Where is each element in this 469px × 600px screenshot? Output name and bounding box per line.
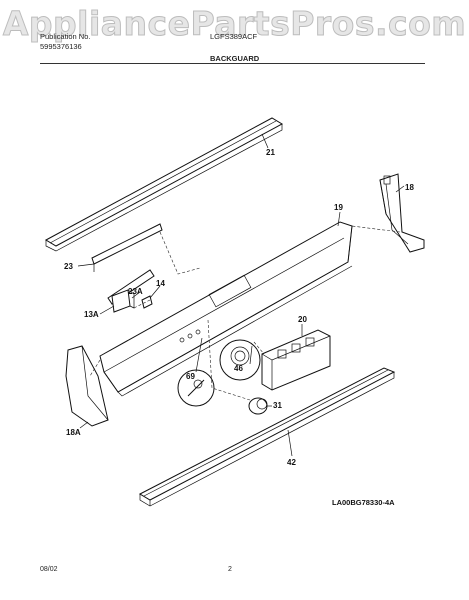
callout-19[interactable]: 19 (334, 203, 343, 212)
callout-14[interactable]: 14 (156, 279, 165, 288)
part-42-trim-drawing (138, 367, 396, 507)
part-19-panel-drawing (99, 221, 353, 397)
callout-23A[interactable]: 23A (128, 287, 143, 296)
callout-46[interactable]: 46 (234, 364, 243, 373)
diagram-code: LA00BG78330-4A (332, 498, 395, 507)
callout-69[interactable]: 69 (186, 372, 195, 381)
callout-23[interactable]: 23 (64, 262, 73, 271)
watermark: AppliancePartsPros.com (2, 4, 467, 44)
part-18-endcap-drawing (379, 173, 425, 253)
part-23-bracket-drawing (91, 223, 163, 272)
model-number: LGFS389ACF (210, 32, 258, 41)
publication-number: 5995376136 (40, 42, 82, 51)
part-69-screw-callout (177, 369, 215, 407)
header-rule (40, 63, 425, 64)
part-20-module-drawing (261, 329, 331, 391)
footer-date: 08/02 (40, 566, 58, 573)
part-18A-endcap-drawing (65, 345, 109, 427)
callout-18A[interactable]: 18A (66, 428, 81, 437)
part-31-knob-drawing (248, 397, 268, 415)
callout-31[interactable]: 31 (273, 401, 282, 410)
callout-20[interactable]: 20 (298, 315, 307, 324)
callout-42[interactable]: 42 (287, 458, 296, 467)
callout-21[interactable]: 21 (266, 148, 275, 157)
publication-label: Publication No. (40, 32, 91, 41)
callout-18[interactable]: 18 (405, 183, 414, 192)
part-21-trim-drawing (44, 117, 284, 252)
footer-page-number: 2 (228, 566, 232, 573)
part-14-connector-drawing (141, 295, 153, 309)
part-46-knob-callout (219, 339, 261, 381)
section-title: BACKGUARD (210, 54, 260, 63)
callout-13A[interactable]: 13A (84, 310, 99, 319)
